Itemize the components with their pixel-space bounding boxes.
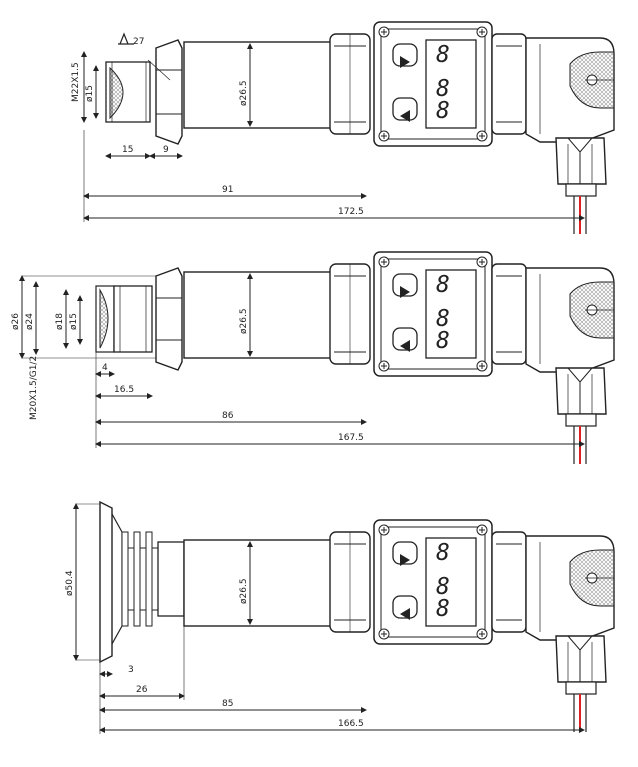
- body-dia-label: ø26.5: [239, 308, 249, 334]
- d4-label: ø15: [69, 313, 79, 330]
- display-view-2: 8 8 8: [400, 272, 450, 354]
- lcd-digits-mid: 8: [436, 306, 450, 332]
- body-dia-label: ø26.5: [239, 80, 249, 106]
- len-a-label: 3: [128, 665, 134, 675]
- d3-label: ø18: [55, 313, 65, 330]
- d2-label: ø24: [25, 313, 35, 330]
- thread-label: M22X1.5: [71, 62, 81, 102]
- wrench-icon: [118, 32, 134, 45]
- display-view-3: 8 8 8: [400, 540, 450, 622]
- view-2: ø26 ø24 ø18 ø15 M20X1.5/G1/2 4 16.5 ø26.…: [11, 251, 615, 465]
- lcd-digits-top: 8: [436, 272, 450, 298]
- flange-dia-label: ø50.4: [65, 570, 75, 596]
- len-thread-label: 15: [122, 145, 133, 155]
- len-total-label: 166.5: [338, 719, 364, 729]
- view-3: ø50.4 ø26.5 3 26 85 166.5: [65, 500, 615, 734]
- lcd-digits-low: 8: [436, 98, 450, 124]
- wrench-size-label: 27: [133, 37, 144, 47]
- len-nut-label: 9: [163, 145, 169, 155]
- triangle-up-icon[interactable]: [400, 554, 410, 566]
- len-b-label: 16.5: [114, 385, 134, 395]
- len-b-label: 26: [136, 685, 148, 695]
- triangle-down-icon[interactable]: [400, 340, 410, 352]
- len-a-label: 4: [102, 363, 108, 373]
- triangle-down-icon[interactable]: [400, 608, 410, 620]
- triangle-up-icon[interactable]: [400, 56, 410, 68]
- body-dia-label: ø26.5: [239, 578, 249, 604]
- thread-label: M20X1.5/G1/2: [29, 356, 39, 420]
- d1-label: ø26: [11, 313, 21, 330]
- len-total-label: 172.5: [338, 207, 364, 217]
- lcd-digits-top: 8: [436, 540, 450, 566]
- bore-label: ø15: [85, 85, 95, 102]
- len-body-label: 86: [222, 411, 234, 421]
- lcd-digits-mid: 8: [436, 574, 450, 600]
- view-1: 27 M22X1.5 ø15 ø26.5 15 9 91 172.5: [71, 21, 615, 235]
- lcd-digits-low: 8: [436, 328, 450, 354]
- lcd-digits-low: 8: [436, 596, 450, 622]
- triangle-up-icon[interactable]: [400, 286, 410, 298]
- lcd-digits-mid: 8: [436, 76, 450, 102]
- len-body-label: 91: [222, 185, 233, 195]
- triangle-down-icon[interactable]: [400, 110, 410, 122]
- len-total-label: 167.5: [338, 433, 364, 443]
- lcd-digits-top: 8: [436, 42, 450, 68]
- display-view-1: 8 8 8: [400, 42, 450, 124]
- len-body-label: 85: [222, 699, 233, 709]
